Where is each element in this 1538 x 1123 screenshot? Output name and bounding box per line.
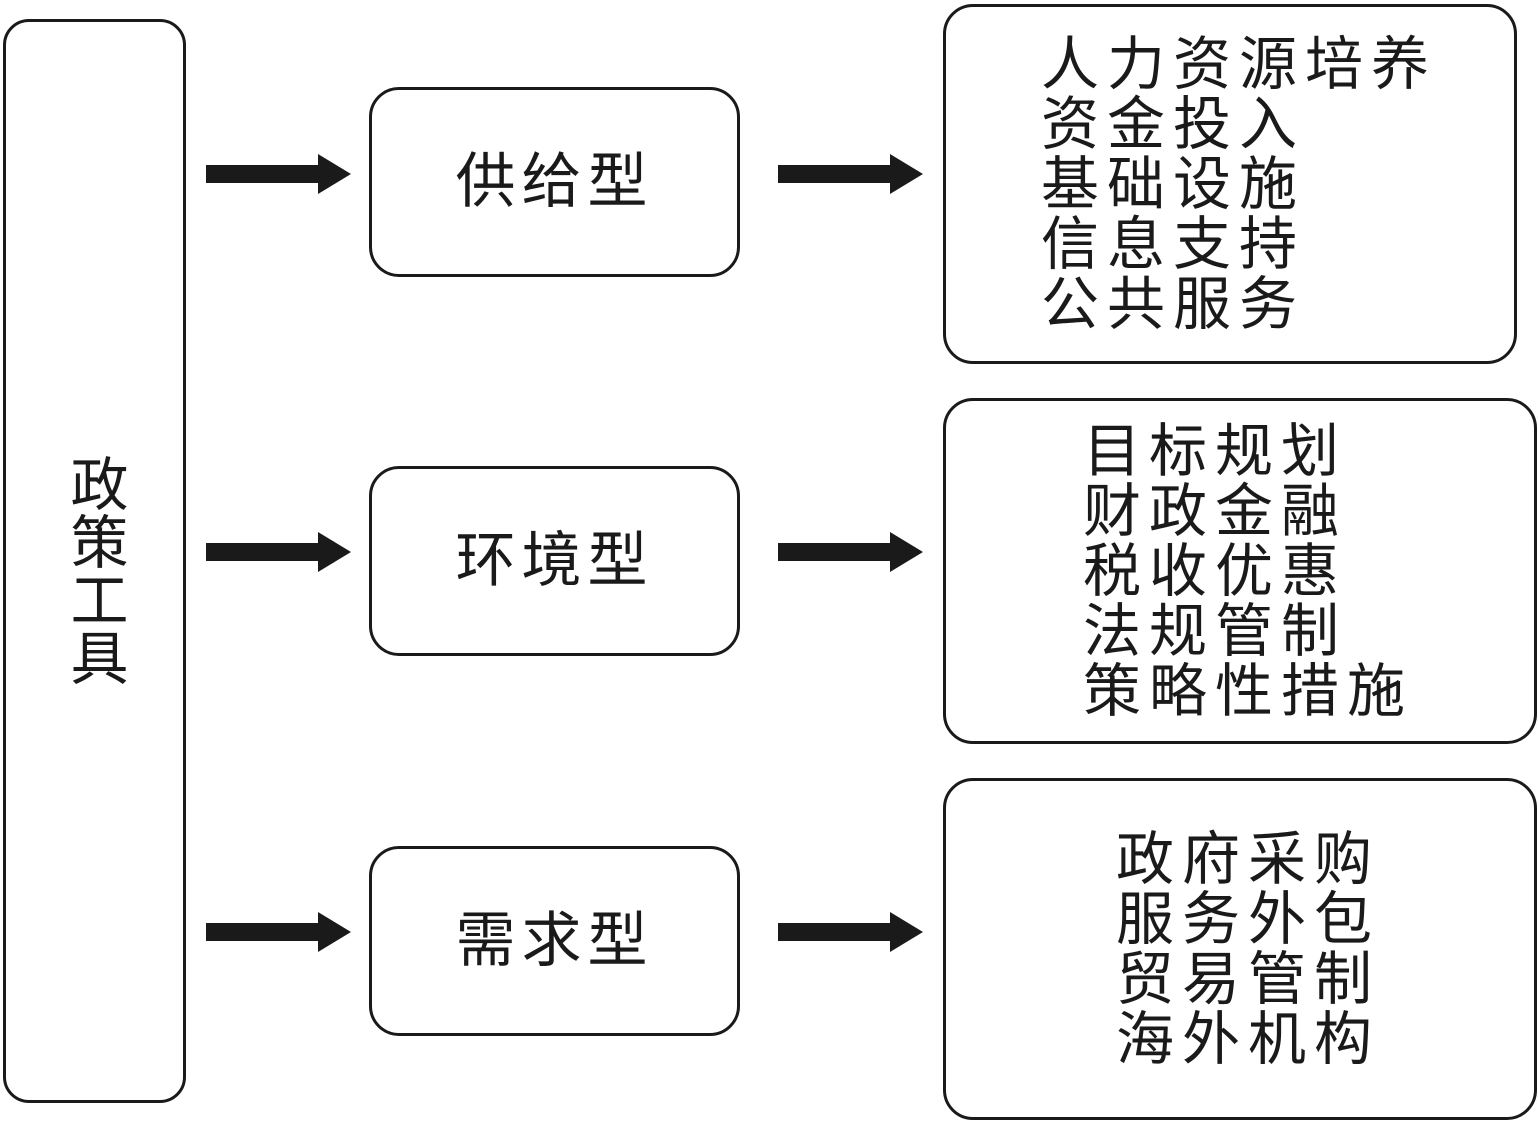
- branch-label-3: 需求型: [455, 906, 654, 976]
- item-list-2: 目标规划 财政金融 税收优惠 法规管制 策略性措施: [1083, 421, 1534, 721]
- branch-node-3: 需求型: [369, 846, 740, 1036]
- list-item: 信息支持: [1041, 210, 1306, 278]
- arrow-branch-2-to-items: [778, 532, 923, 572]
- arrow-root-to-branch-2: [206, 532, 351, 572]
- list-item: 财政金融: [1083, 477, 1348, 545]
- list-item: 法规管制: [1083, 597, 1348, 665]
- list-item: 贸易管制: [1116, 945, 1381, 1013]
- list-item: 策略性措施: [1083, 657, 1414, 725]
- list-item: 基础设施: [1041, 150, 1306, 218]
- arrow-branch-3-to-items: [778, 912, 923, 952]
- root-label: 政策工具: [60, 454, 129, 686]
- list-item: 人力资源培养: [1041, 30, 1438, 98]
- list-item: 政府采购: [1116, 825, 1381, 893]
- list-item: 公共服务: [1041, 270, 1306, 338]
- list-item: 海外机构: [1116, 1005, 1381, 1073]
- arrow-branch-1-to-items: [778, 154, 923, 194]
- branch-label-1: 供给型: [455, 147, 654, 217]
- branch-label-2: 环境型: [455, 526, 654, 596]
- list-item: 服务外包: [1116, 885, 1381, 953]
- list-item: 目标规划: [1083, 417, 1348, 485]
- item-list-3: 政府采购 服务外包 贸易管制 海外机构: [1116, 829, 1534, 1069]
- list-item: 税收优惠: [1083, 537, 1348, 605]
- arrow-root-to-branch-3: [206, 912, 351, 952]
- branch-node-2: 环境型: [369, 466, 740, 656]
- root-node: 政策工具: [3, 19, 186, 1103]
- items-box-1: 人力资源培养 资金投入 基础设施 信息支持 公共服务: [943, 4, 1517, 364]
- items-box-3: 政府采购 服务外包 贸易管制 海外机构: [943, 778, 1537, 1120]
- list-item: 资金投入: [1041, 90, 1306, 158]
- branch-node-1: 供给型: [369, 87, 740, 277]
- item-list-1: 人力资源培养 资金投入 基础设施 信息支持 公共服务: [1041, 34, 1514, 334]
- items-box-2: 目标规划 财政金融 税收优惠 法规管制 策略性措施: [943, 398, 1537, 744]
- arrow-root-to-branch-1: [206, 154, 351, 194]
